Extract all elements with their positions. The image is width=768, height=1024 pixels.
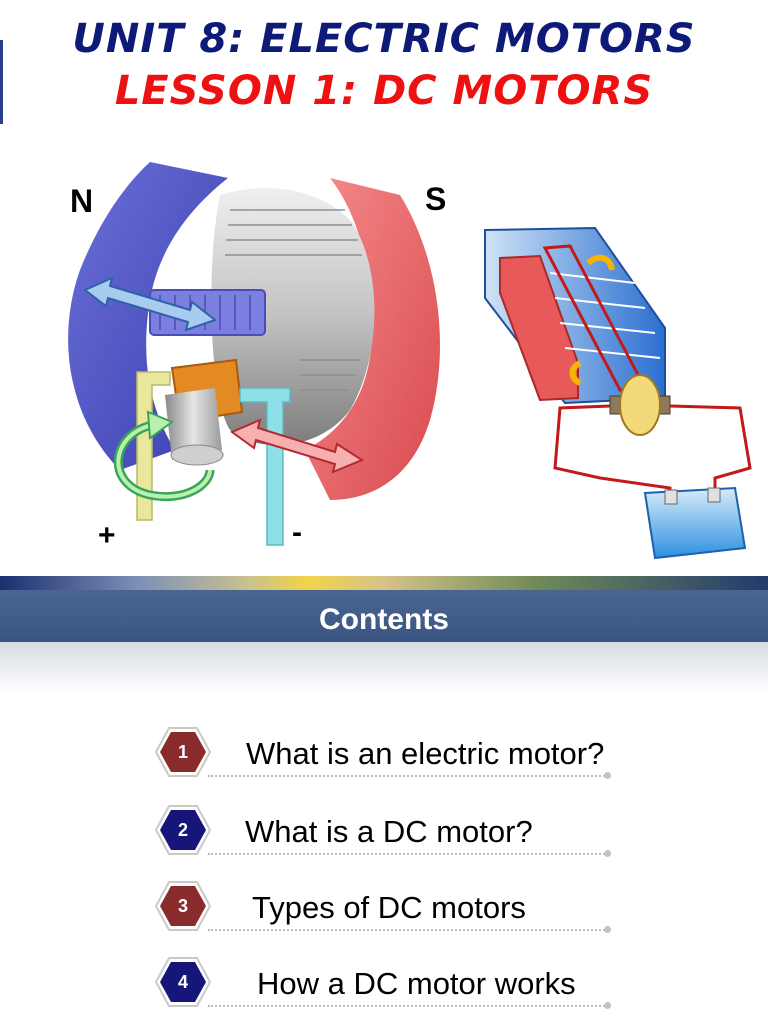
- item-number: 4: [177, 972, 188, 992]
- contents-slide: Contents 1 What is an electric motor? 2 …: [0, 576, 768, 1024]
- contents-heading: Contents: [319, 603, 449, 636]
- dotted-rule: [208, 853, 608, 855]
- hexagon-badge-icon: [154, 881, 212, 931]
- dc-motor-illustration: N S + -: [68, 162, 446, 552]
- armature-core: [211, 188, 375, 446]
- magnet-red-pole: [499, 254, 579, 402]
- rule-end-dot: [604, 1002, 611, 1009]
- item-text: What is an electric motor?: [246, 736, 605, 771]
- rotation-arrow-top: [586, 254, 615, 271]
- motor-shaft: [165, 388, 222, 460]
- battery-terminal-neg: [664, 489, 678, 505]
- item-number: 2: [177, 820, 188, 840]
- coil-in-field-diagram: [484, 226, 752, 560]
- contents-item-4[interactable]: 4 How a DC motor works: [150, 956, 620, 1016]
- contents-item-3[interactable]: 3 Types of DC motors: [150, 880, 620, 940]
- dotted-rule: [208, 1005, 608, 1007]
- positive-brush: [136, 371, 171, 521]
- commutator-cylinder: [619, 374, 661, 436]
- dotted-rule: [208, 929, 608, 931]
- item-text: How a DC motor works: [257, 966, 576, 1001]
- rule-end-dot: [604, 926, 611, 933]
- slide-edge-accent: [0, 40, 3, 124]
- title-slide: UNIT 8: ELECTRIC MOTORS LESSON 1: DC MOT…: [0, 16, 752, 560]
- south-pole-label: S: [425, 181, 446, 217]
- item-number: 1: [177, 742, 188, 762]
- contents-item-1[interactable]: 1 What is an electric motor?: [150, 726, 620, 786]
- rotation-arrowhead: [146, 410, 175, 440]
- header-band: [0, 590, 768, 642]
- hexagon-badge-icon: [154, 957, 212, 1007]
- armature-laminations: [225, 209, 362, 406]
- rule-end-dot: [604, 850, 611, 857]
- negative-brush: [239, 387, 291, 546]
- item-text: What is a DC motor?: [245, 814, 533, 849]
- positive-terminal-label: +: [98, 519, 116, 552]
- battery-terminal-pos: [707, 487, 721, 503]
- dotted-rule: [208, 775, 608, 777]
- red-force-arrow: [229, 418, 365, 474]
- lesson-title: LESSON 1: DC MOTORS: [114, 68, 654, 114]
- item-text: Types of DC motors: [252, 890, 526, 925]
- battery: [643, 486, 747, 560]
- rule-end-dot: [604, 772, 611, 779]
- north-magnet: [68, 162, 228, 470]
- wire-right: [669, 404, 752, 503]
- negative-terminal-label: -: [292, 516, 302, 549]
- hexagon-badge-icon: [154, 805, 212, 855]
- unit-title: UNIT 8: ELECTRIC MOTORS: [72, 16, 696, 62]
- header-decoration-strip: [0, 576, 768, 592]
- blue-force-arrow: [83, 276, 218, 332]
- header-shadow: [0, 642, 768, 692]
- contents-item-2[interactable]: 2 What is a DC motor?: [150, 804, 620, 864]
- armature-coil: [149, 289, 266, 336]
- item-number: 3: [177, 896, 188, 916]
- hexagon-badge-icon: [154, 727, 212, 777]
- rotation-arrow-bottom: [569, 360, 582, 386]
- north-pole-label: N: [70, 183, 93, 219]
